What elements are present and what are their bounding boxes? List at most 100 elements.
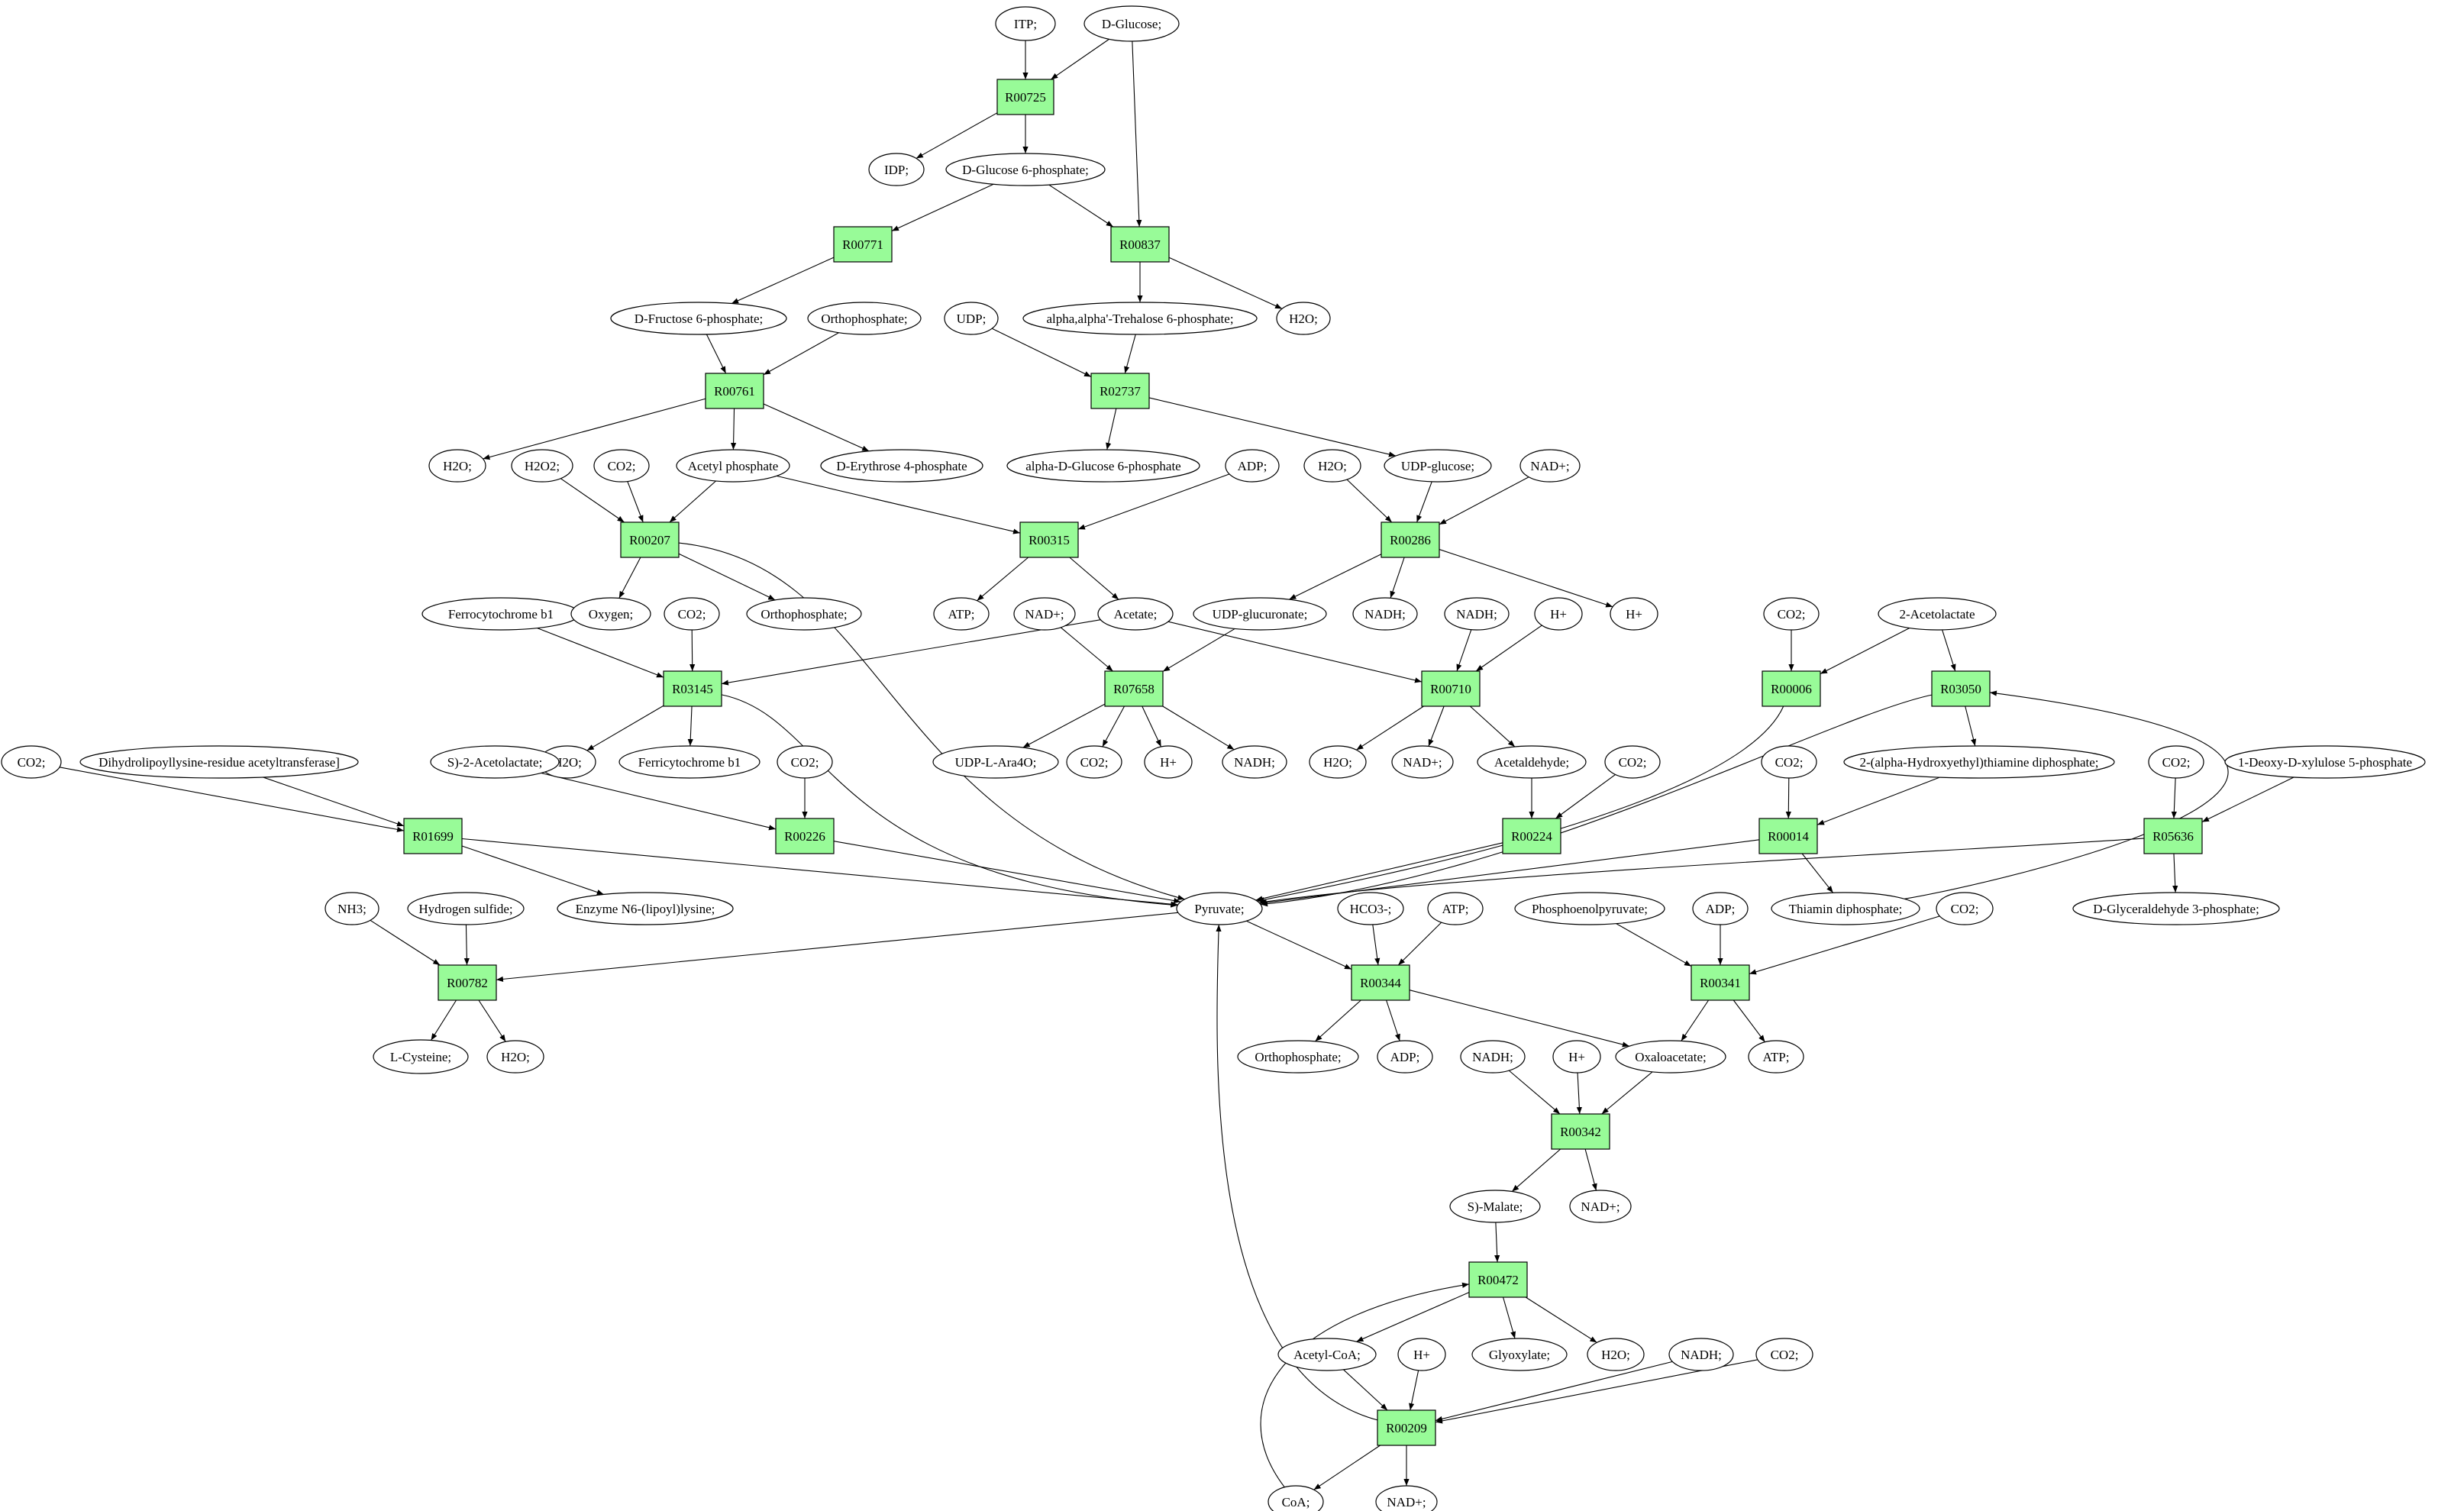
edge-r07658-to-udpara	[1022, 703, 1106, 748]
edge-ferrocyt-to-r03145	[537, 628, 664, 678]
metabolite-ellipse	[1569, 1190, 1632, 1223]
metabolite-ellipse	[1384, 449, 1492, 483]
reaction-box	[403, 818, 463, 854]
node-hplus_a: H+	[1534, 597, 1583, 631]
metabolite-ellipse	[664, 597, 720, 631]
node-udp: UDP;	[944, 302, 999, 335]
node-g6p: D-Glucose 6-phosphate;	[945, 153, 1106, 186]
node-h2s: Hydrogen sulfide;	[407, 892, 525, 925]
metabolite-ellipse	[570, 597, 651, 631]
edge-nh3-to-r00782	[370, 919, 441, 966]
node-r00209: R00209	[1377, 1409, 1436, 1446]
node-label: CO2;	[678, 607, 706, 622]
node-atp_a: ATP;	[933, 597, 990, 631]
metabolite-ellipse	[428, 449, 486, 483]
node-r00761: R00761	[705, 373, 764, 409]
node-adp_a: ADP;	[1225, 449, 1280, 483]
metabolite-ellipse	[1309, 745, 1367, 779]
node-label: H+	[1160, 755, 1177, 770]
reaction-box	[775, 818, 835, 854]
metabolite-ellipse	[944, 302, 999, 335]
metabolite-ellipse	[777, 745, 833, 779]
edge-pyruvate-to-r00782	[496, 912, 1178, 982]
edge-r01699-to-pyruvate	[461, 838, 1178, 907]
node-trehalose6p: alpha,alpha'-Trehalose 6-phosphate;	[1022, 302, 1258, 335]
metabolite-ellipse	[1604, 745, 1661, 779]
metabolite-ellipse	[1013, 597, 1076, 631]
edge-r03050-to-pyruvate	[1261, 694, 1933, 907]
edge-r00761-to-e4p	[763, 403, 870, 452]
node-r00725: R00725	[996, 79, 1054, 115]
edge-g6p-to-r00771	[891, 183, 994, 232]
edge-pep-to-r00341	[1616, 923, 1692, 967]
metabolite-ellipse	[1552, 1040, 1601, 1074]
node-co2_k: CO2;	[1755, 1338, 1813, 1371]
node-idp: IDP;	[868, 153, 925, 186]
edge-r00224-to-pyruvate	[1255, 842, 1503, 902]
node-label: 2-(alpha-Hydroxyethyl)thiamine diphospha…	[1860, 755, 2099, 770]
edge-r05636-to-pyruvate	[1258, 838, 2145, 905]
node-label: H2O;	[443, 459, 472, 473]
metabolite-ellipse	[1066, 745, 1122, 779]
node-nh3: NH3;	[325, 892, 379, 925]
metabolite-ellipse	[746, 597, 862, 631]
edge-hplus_d-to-r00342	[1576, 1072, 1582, 1115]
edge-r03145-to-pyruvate	[721, 694, 1178, 908]
node-label: alpha,alpha'-Trehalose 6-phosphate;	[1046, 312, 1233, 326]
node-co2_a: CO2;	[593, 449, 650, 483]
metabolite-ellipse	[1460, 1040, 1526, 1074]
node-label: Orthophosphate;	[821, 312, 907, 326]
node-r00315: R00315	[1019, 521, 1079, 558]
edge-nad_b-to-r07658	[1060, 627, 1113, 672]
node-acetolactate2: 2-Acetolactate	[1878, 597, 1997, 631]
reaction-box	[1762, 670, 1821, 707]
edge-co2_f-to-r00014	[1785, 777, 1791, 819]
edge-oxaloacetate-to-r00342	[1601, 1071, 1653, 1115]
edge-r00315-to-atp_a	[977, 557, 1029, 602]
node-acetylcoa: Acetyl-CoA;	[1277, 1338, 1377, 1371]
edge-r00286-to-udpglcur	[1289, 554, 1382, 600]
metabolite-ellipse	[1352, 597, 1418, 631]
node-acetylphos: Acetyl phosphate	[676, 449, 790, 483]
metabolite-ellipse	[868, 153, 925, 186]
node-label: H+	[1550, 607, 1567, 622]
edge-udp-to-r02737	[991, 328, 1092, 377]
node-label: H2O;	[1318, 459, 1347, 473]
node-nadh_b: NADH;	[1444, 597, 1510, 631]
node-label: R00344	[1360, 976, 1401, 990]
reaction-box	[996, 79, 1054, 115]
node-label: Acetaldehyde;	[1494, 755, 1569, 770]
node-label: ADP;	[1238, 459, 1268, 473]
metabolite-ellipse	[1377, 1040, 1433, 1074]
edge-r00771-to-f6p	[731, 257, 835, 305]
node-label: Pyruvate;	[1194, 902, 1244, 916]
node-label: Orthophosphate;	[761, 607, 847, 622]
node-label: NAD+;	[1025, 607, 1064, 622]
node-label: CO2;	[791, 755, 819, 770]
node-h2o_c: H2O;	[538, 745, 596, 779]
edge-h2s-to-r00782	[463, 924, 470, 966]
reaction-box	[1421, 670, 1481, 707]
edge-r00342-to-smalate	[1511, 1148, 1561, 1192]
node-co2_d: CO2;	[1066, 745, 1122, 779]
node-hplus_c: H+	[1144, 745, 1193, 779]
edge-r00761-to-acetylphos	[731, 408, 737, 450]
metabolite-ellipse	[1771, 892, 1920, 925]
node-ferricyt: Ferricytochrome b1	[618, 745, 761, 779]
edge-r03050-to-hydroxyethyl	[1965, 705, 1977, 747]
metabolite-ellipse	[1477, 745, 1587, 779]
metabolite-ellipse	[593, 449, 650, 483]
node-label: R00207	[629, 533, 670, 547]
node-label: R00725	[1005, 90, 1046, 105]
edge-co2_e-to-r00224	[1555, 774, 1616, 819]
node-label: R00761	[714, 384, 755, 399]
edge-sacetolactate-to-r00226	[541, 772, 777, 831]
node-label: IDP;	[884, 163, 909, 177]
node-label: 1-Deoxy-D-xylulose 5-phosphate	[2238, 755, 2412, 770]
node-r00207: R00207	[620, 521, 680, 558]
edge-r00286-to-hplus_b	[1439, 549, 1613, 608]
node-udpglcur: UDP-glucuronate;	[1193, 597, 1327, 631]
reaction-box	[1468, 1261, 1528, 1298]
reaction-box	[1104, 670, 1164, 707]
edge-r00710-to-nad_c	[1428, 705, 1445, 747]
